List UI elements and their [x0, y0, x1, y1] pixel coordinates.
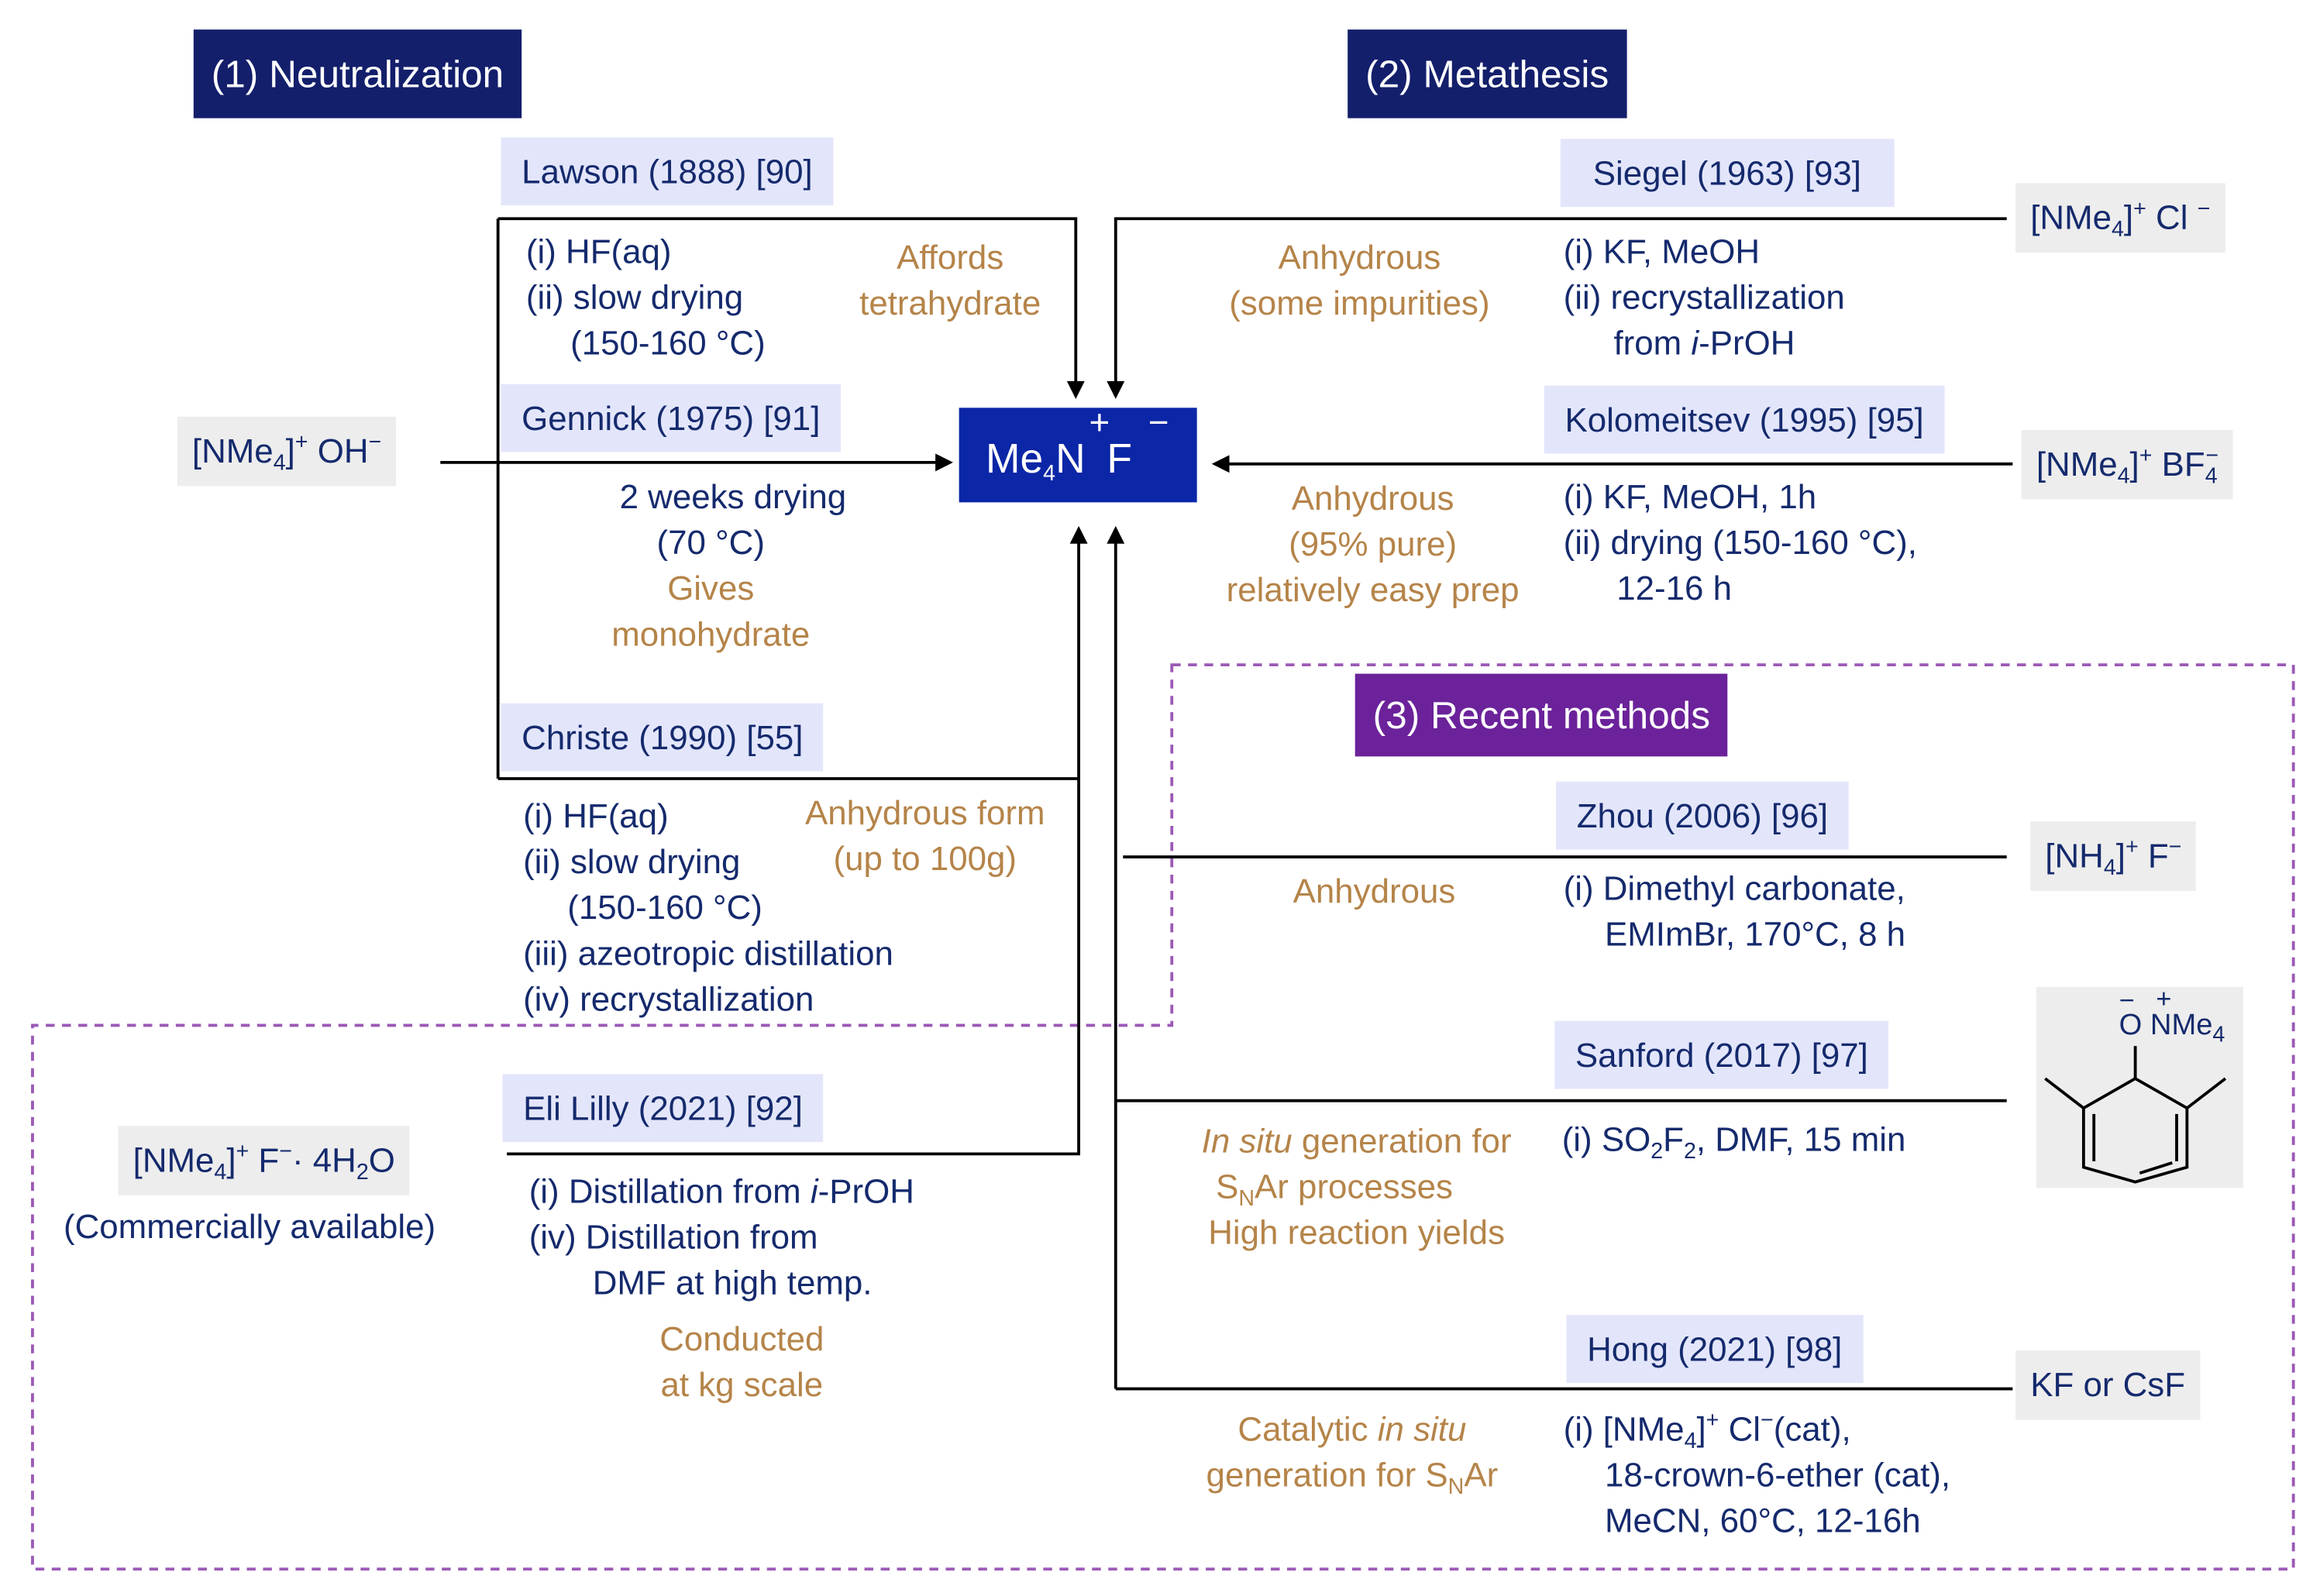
condition-line: (70 °C) [656, 523, 765, 562]
note-gennick: Gives monohydrate [591, 566, 831, 657]
reagent-tetramethylammonium-chloride: [NMe4]+ Cl − [2015, 183, 2225, 253]
note-line: at kg scale [660, 1365, 824, 1404]
note-line: (up to 100g) [833, 839, 1017, 878]
condition-line: DMF at high temp. [592, 1263, 873, 1302]
phenoxide-ring-drawing [2044, 1046, 2227, 1184]
note-line: Affords [897, 238, 1004, 277]
reagent-kf-csf: KF or CsF [2015, 1350, 2201, 1420]
header-metathesis: (2) Metathesis [1348, 29, 1627, 119]
condition-line: 12-16 h [1616, 569, 1733, 607]
recent-methods-region [31, 663, 2295, 1571]
condition-line: 18-crown-6-ether (cat), [1605, 1455, 1951, 1494]
condition-line: (i) KF, MeOH [1563, 232, 1761, 270]
ref-siegel: Siegel (1963) [93] [1560, 139, 1894, 207]
condition-line: (i) SO2F2, DMF, 15 min [1561, 1120, 1906, 1164]
ref-kolomeitsev: Kolomeitsev (1995) [95] [1544, 385, 1945, 454]
christe-line [497, 525, 1088, 780]
note-line: In situ generation for [1201, 1121, 1512, 1160]
conditions-siegel: (i) KF, MeOH (ii) recrystallization from… [1564, 229, 1845, 366]
conditions-kolomeitsev: (i) KF, MeOH, 1h (ii) drying (150-160 °C… [1564, 474, 1917, 611]
reagent-tetrahydrate: [NMe4]+ F−· 4H2O [118, 1126, 410, 1195]
condition-line: (i) HF(aq) [525, 232, 672, 270]
condition-line: from i-PrOH [1613, 323, 1795, 363]
note-hong: Catalytic in situ generation for SNAr [1168, 1406, 1537, 1498]
conditions-hong: (i) [NMe4]+ Cl−(cat), 18-crown-6-ether (… [1564, 1406, 1950, 1543]
ref-eli-lilly: Eli Lilly (2021) [92] [502, 1074, 824, 1143]
ref-hong: Hong (2021) [98] [1566, 1315, 1864, 1383]
eli-lilly-line [507, 778, 1081, 1156]
condition-line: (iv) Distillation from [528, 1217, 818, 1256]
condition-line: (i) HF(aq) [523, 796, 669, 835]
note-line: Anhydrous [1278, 238, 1441, 277]
reagent-tetramethylammonium-hydroxide: [NMe4]+ OH− [177, 416, 397, 487]
condition-line: (i) KF, MeOH, 1h [1563, 476, 1817, 516]
note-line: (some impurities) [1229, 284, 1490, 322]
siegel-line [1107, 217, 2007, 399]
condition-line: (i) Dimethyl carbonate, [1563, 869, 1905, 907]
condition-line: EMImBr, 170°C, 8 h [1605, 914, 1906, 954]
condition-line: (ii) drying (150-160 °C), [1563, 523, 1917, 562]
reagent-ammonium-fluoride: [NH4]+ F− [2030, 821, 2197, 891]
conditions-lawson: (i) HF(aq) (ii) slow drying (150-160 °C) [526, 229, 766, 366]
reagent-phenoxide-structure: − + O NMe4 [2036, 985, 2243, 1188]
note-line: relatively easy prep [1226, 570, 1520, 609]
conditions-eli-lilly: (i) Distillation from i-PrOH (iv) Distil… [529, 1168, 914, 1305]
note-line: tetrahydrate [859, 284, 1041, 322]
condition-line: (iv) recrystallization [523, 979, 814, 1018]
note-line: Catalytic in situ [1237, 1409, 1467, 1448]
conditions-sanford: (i) SO2F2, DMF, 15 min [1562, 1117, 1906, 1163]
condition-line: (150-160 °C) [570, 323, 766, 363]
conditions-zhou: (i) Dimethyl carbonate, EMImBr, 170°C, 8… [1564, 866, 1905, 958]
ref-sanford: Sanford (2017) [97] [1554, 1020, 1889, 1089]
note-line: Gives [667, 569, 755, 607]
ref-christe: Christe (1990) [55] [501, 703, 824, 772]
condition-line: (iii) azeotropic distillation [523, 934, 893, 972]
note-line: Conducted [659, 1319, 824, 1358]
note-siegel: Anhydrous (some impurities) [1204, 235, 1514, 326]
note-line: Anhydrous form [804, 793, 1045, 832]
note-eli-lilly: Conducted at kg scale [639, 1316, 845, 1408]
condition-line: 2 weeks drying [619, 476, 847, 516]
note-zhou: Anhydrous [1271, 869, 1478, 914]
condition-line: (ii) recrystallization [1563, 277, 1845, 317]
lawson-line [497, 217, 1085, 399]
condition-line: (i) [NMe4]+ Cl−(cat), [1563, 1408, 1851, 1454]
conditions-christe: (i) HF(aq) (ii) slow drying (150-160 °C)… [523, 793, 893, 1023]
ref-gennick: Gennick (1975) [91] [501, 384, 842, 452]
condition-line: (ii) slow drying [525, 277, 744, 317]
reagent-tetramethylammonium-tetrafluoroborate: [NMe4]+ BF4− [2021, 429, 2234, 500]
note-line: Anhydrous [1291, 478, 1454, 518]
note-sanford: In situ generation for SNAr processes Hi… [1175, 1119, 1538, 1256]
commercially-available-label: (Commercially available) [64, 1207, 436, 1246]
conditions-gennick: 2 weeks drying (70 °C) [585, 474, 880, 566]
ref-zhou: Zhou (2006) [96] [1556, 781, 1849, 850]
note-christe: Anhydrous form (up to 100g) [783, 790, 1067, 882]
ref-lawson: Lawson (1888) [90] [501, 137, 834, 206]
note-lawson: Affords tetrahydrate [845, 235, 1055, 326]
note-line: (95% pure) [1289, 524, 1458, 563]
note-line: SNAr processes [1216, 1167, 1453, 1212]
note-line: monohydrate [611, 614, 811, 653]
header-neutralization: (1) Neutralization [193, 29, 522, 119]
condition-line: (i) Distillation from i-PrOH [528, 1171, 914, 1210]
note-line: generation for SNAr [1206, 1455, 1499, 1500]
note-line: High reaction yields [1208, 1212, 1506, 1252]
note-kolomeitsev: Anhydrous (95% pure) relatively easy pre… [1197, 476, 1549, 613]
note-line: Anhydrous [1293, 872, 1456, 910]
product-tetramethylammonium-fluoride: Me4N + F − [959, 405, 1197, 503]
condition-line: MeCN, 60°C, 12-16h [1605, 1501, 1921, 1540]
condition-line: (150-160 °C) [567, 888, 762, 927]
header-recent-methods: (3) Recent methods [1354, 673, 1728, 757]
condition-line: (ii) slow drying [523, 841, 741, 881]
